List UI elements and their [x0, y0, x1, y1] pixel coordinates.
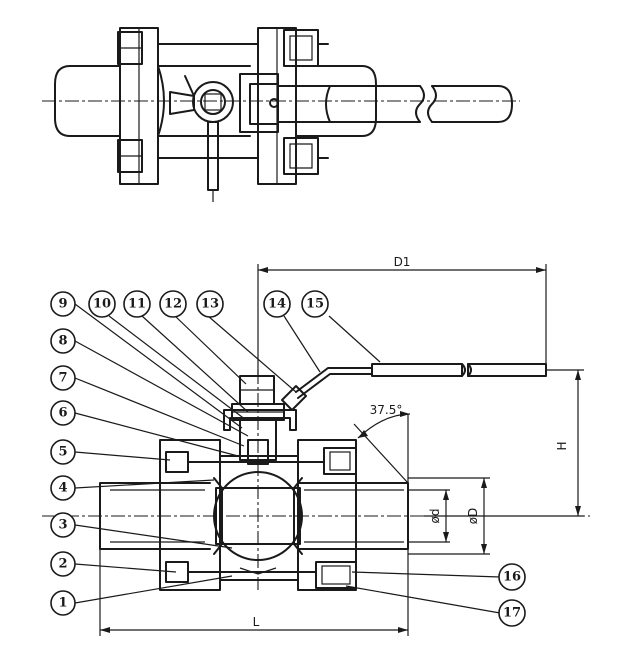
callout-8: 8 [50, 328, 76, 354]
front-view [42, 363, 590, 591]
dim-label-d1: D1 [394, 255, 411, 269]
callout-15: 15 [301, 290, 329, 318]
dimensions: D1 H L ød øD 37.5° [99, 255, 584, 636]
callout-label: 9 [58, 297, 67, 312]
callout-label: 7 [58, 371, 67, 386]
callout-14: 14 [263, 290, 291, 318]
callout-5: 5 [50, 439, 76, 465]
callout-4: 4 [50, 475, 76, 501]
leader-lines [74, 303, 501, 614]
callout-label: 8 [58, 334, 67, 349]
callout-10: 10 [88, 290, 116, 318]
callout-bubbles: 1 2 3 4 5 6 7 8 [50, 290, 526, 627]
callout-9: 9 [50, 291, 76, 317]
callout-7: 7 [50, 365, 76, 391]
dim-label-angle: 37.5° [370, 403, 403, 417]
callout-16: 16 [498, 563, 526, 591]
callout-label: 17 [503, 606, 521, 621]
callout-label: 5 [58, 445, 67, 460]
callout-6: 6 [50, 400, 76, 426]
dim-label-h: H [555, 441, 569, 450]
callout-1: 1 [50, 590, 76, 616]
callout-label: 16 [503, 570, 521, 585]
dim-label-l: L [253, 615, 260, 629]
callout-label: 13 [201, 297, 219, 312]
callout-label: 3 [58, 518, 67, 533]
callout-12: 12 [159, 290, 187, 318]
callout-label: 15 [306, 297, 324, 312]
callout-label: 11 [128, 297, 146, 312]
callout-label: 2 [58, 557, 67, 572]
top-view [42, 27, 520, 202]
callout-label: 6 [58, 406, 67, 421]
dim-label-outer-d: øD [466, 508, 480, 525]
callout-label: 1 [58, 596, 67, 611]
callout-17: 17 [498, 599, 526, 627]
callout-label: 14 [268, 297, 286, 312]
callout-3: 3 [50, 512, 76, 538]
callout-label: 4 [58, 481, 67, 496]
callout-11: 11 [123, 290, 151, 318]
callout-label: 10 [93, 297, 111, 312]
callout-13: 13 [196, 290, 224, 318]
callout-label: 12 [164, 297, 182, 312]
callout-2: 2 [50, 551, 76, 577]
dim-label-d: ød [428, 509, 442, 524]
